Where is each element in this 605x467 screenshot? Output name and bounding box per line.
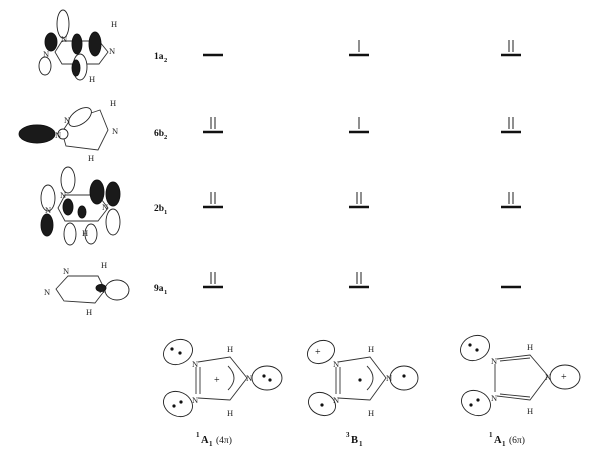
atom-n: N [333, 359, 339, 369]
orbital-label: 2b [154, 204, 164, 214]
atom-n: N [192, 359, 198, 369]
orbital-sketch-6b2: N N N H H [18, 98, 118, 163]
atom-n: N [60, 190, 66, 200]
atom-n: N [192, 395, 198, 405]
atom-n: N [491, 356, 497, 366]
atom-h: H [227, 408, 233, 418]
atom-h: H [111, 19, 117, 29]
orbital-label: 9a [154, 284, 164, 294]
state-note: (4π) [216, 435, 232, 446]
orbital-label-9a1: 9a 1 [154, 284, 167, 296]
atom-h: H [527, 406, 533, 416]
atom-h: H [101, 260, 107, 270]
structure-1a1-6pi: N N N H H + [460, 334, 581, 417]
orbital-label: 1a [154, 52, 164, 62]
state-note: (6π) [509, 435, 525, 446]
state-label-1a1-4pi: 1 A 1 (4π) [196, 431, 232, 448]
atom-h: H [86, 307, 92, 317]
state-superscript: 1 [489, 431, 493, 439]
atom-n: N [386, 373, 392, 383]
atom-h: H [88, 153, 94, 163]
atom-h: H [368, 344, 374, 354]
state-label-1a1-6pi: 1 A 1 (6π) [489, 431, 525, 448]
state-letter: A [494, 435, 502, 446]
atom-n: N [109, 46, 115, 56]
orbital-label-subscript: 1 [164, 289, 167, 296]
orbital-label-1a2: 1a 2 [154, 52, 167, 64]
atom-n: N [99, 285, 105, 295]
state-label-3b1: 3 B 1 [346, 431, 363, 448]
state-letter: B [351, 435, 358, 446]
orbital-label-2b1: 2b 1 [154, 204, 167, 216]
atom-n: N [43, 49, 49, 59]
atom-n: N [61, 34, 67, 44]
atom-h: H [368, 408, 374, 418]
state-superscript: 1 [196, 431, 200, 439]
atom-n: N [55, 130, 61, 140]
plus-charge: + [315, 347, 321, 358]
orbital-label-6b2: 6b 2 [154, 129, 167, 141]
state-letter: A [201, 435, 209, 446]
atom-h: H [110, 98, 116, 108]
energy-level-grid [203, 40, 521, 289]
atom-n: N [491, 393, 497, 403]
orbital-label-subscript: 2 [164, 57, 167, 64]
atom-h: H [89, 74, 95, 84]
atom-n: N [64, 115, 70, 125]
state-subscript: 1 [209, 440, 213, 448]
atom-n: N [45, 205, 51, 215]
structure-1a1-4pi: N N N H H + [163, 338, 283, 418]
orbital-label-subscript: 1 [164, 209, 167, 216]
state-subscript: 1 [359, 440, 363, 448]
orbital-label: 6b [154, 129, 164, 139]
orbital-sketch-1a2: N N N H H [38, 9, 117, 84]
atom-n: N [63, 266, 69, 276]
plus-charge: + [561, 372, 567, 383]
structure-3b1: + N N N H H [307, 339, 419, 418]
atom-n: N [44, 287, 50, 297]
atom-n: N [246, 373, 252, 383]
orbital-sketch-9a1: N N N H H [44, 260, 130, 317]
atom-n: N [102, 202, 108, 212]
atom-n: N [333, 395, 339, 405]
atom-h: H [227, 344, 233, 354]
orbital-label-subscript: 2 [164, 134, 167, 141]
state-subscript: 1 [502, 440, 506, 448]
atom-n: N [112, 126, 118, 136]
atom-h: H [527, 342, 533, 352]
plus-charge: + [214, 375, 220, 386]
atom-n: N [545, 372, 551, 382]
state-superscript: 3 [346, 431, 350, 439]
atom-h: H [82, 228, 88, 238]
orbital-sketch-2b1: N N N H [40, 166, 121, 246]
